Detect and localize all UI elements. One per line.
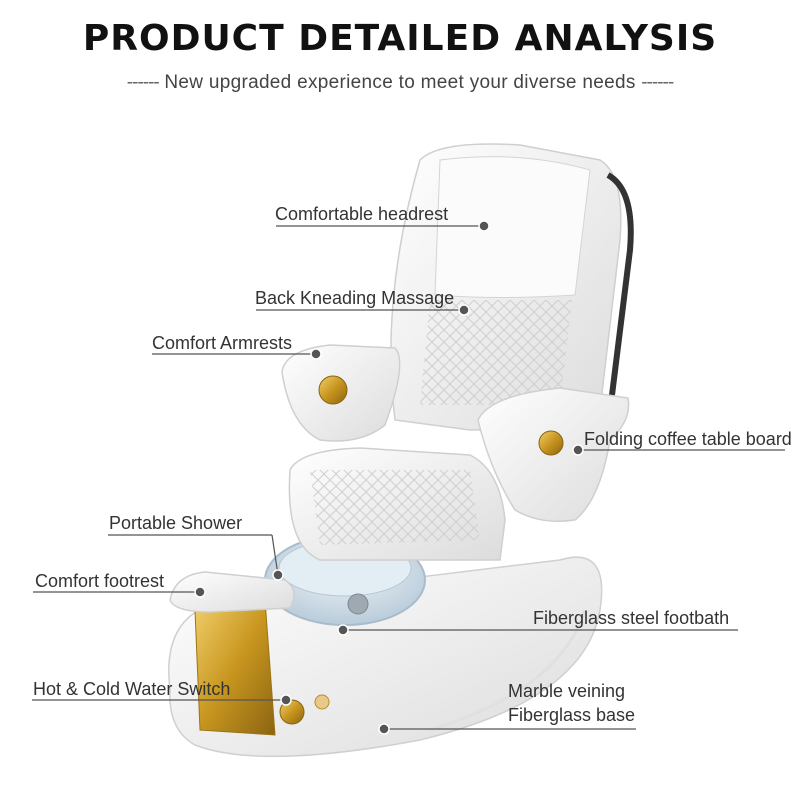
subtitle-dashes-right: ------ [641,72,674,93]
callout-dots [194,220,584,735]
base-label-line2: Fiberglass base [508,705,636,725]
page-subtitle: ------ New upgraded experience to meet y… [0,72,800,94]
armrests-label: Comfort Armrests [152,333,293,353]
back-massage-label: Back Kneading Massage [255,288,455,308]
callout-leader-lines [32,225,785,730]
base-label-line1: Marble veining [508,681,626,701]
headrest-label: Comfortable headrest [275,204,449,224]
page-title: PRODUCT DETAILED ANALYSIS [82,18,718,59]
shower-label: Portable Shower [109,513,243,533]
coffee-table-label: Folding coffee table board [584,429,792,449]
subtitle-dashes-left: ------ [126,72,160,93]
footrest [169,571,295,613]
subtitle-text: New upgraded experience to meet your div… [164,72,636,93]
right-armrest [477,387,630,522]
left-armrest [281,344,401,442]
footrest-label: Comfort footrest [35,571,165,591]
footbath-label: Fiberglass steel footbath [533,608,730,628]
chair-seat [288,447,506,561]
chair-backrest [390,143,634,431]
water-switch-label: Hot & Cold Water Switch [33,679,231,699]
